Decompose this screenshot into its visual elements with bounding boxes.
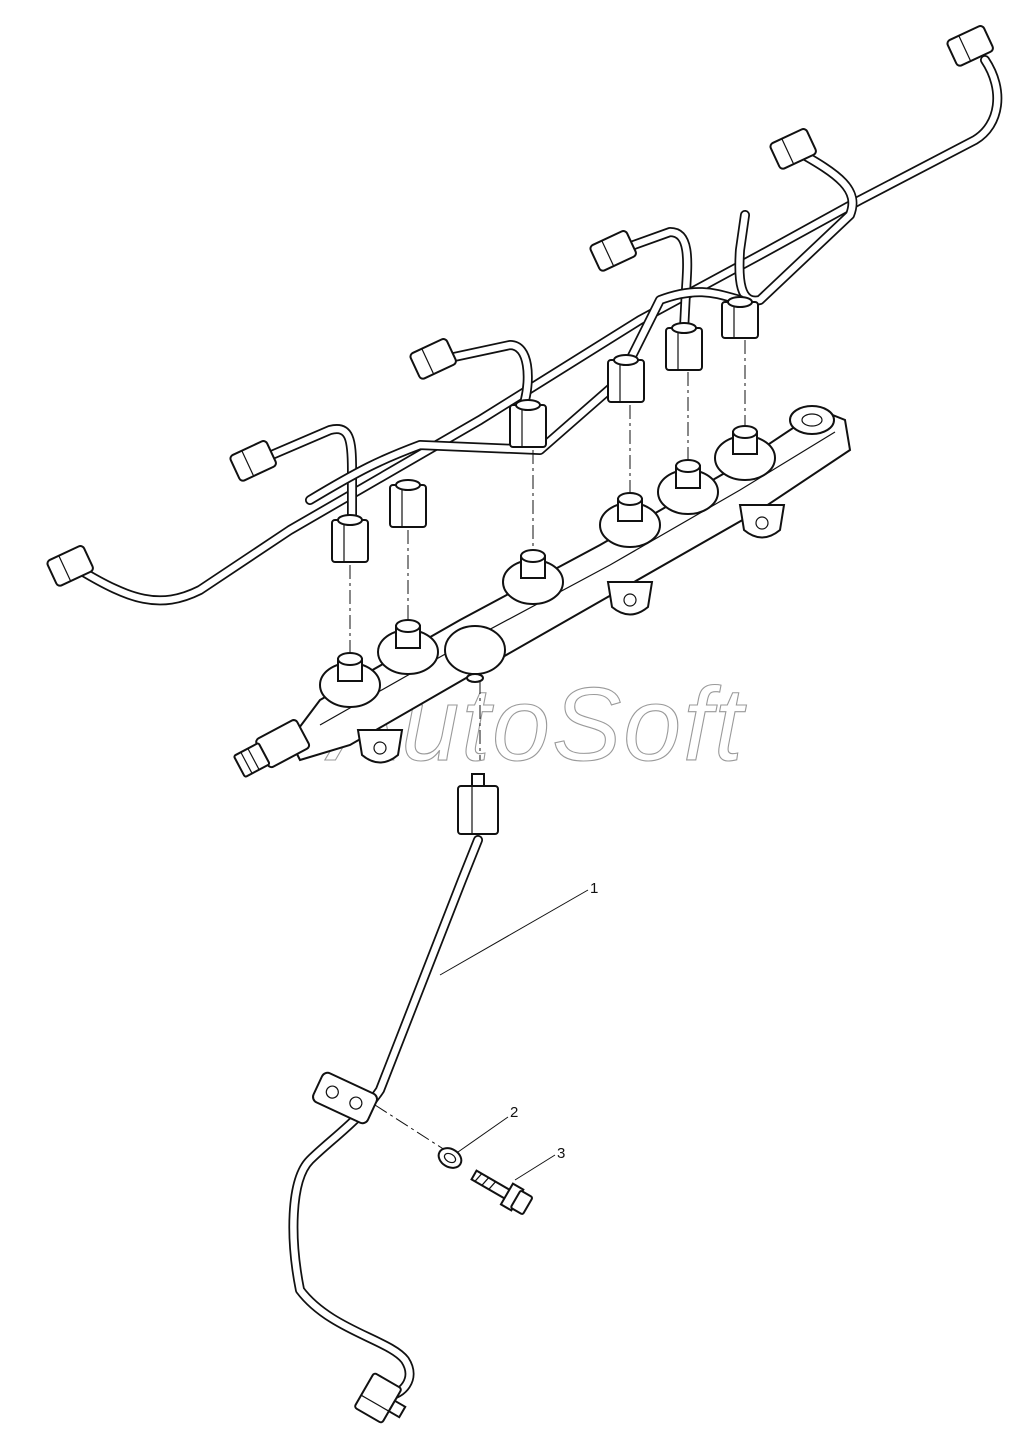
common-rail [233, 405, 852, 778]
washer [437, 1147, 463, 1169]
callout-number: 1 [590, 880, 598, 897]
callout-3: 3 [514, 1145, 565, 1181]
bolt [470, 1169, 533, 1215]
assembly-center-lines [349, 340, 746, 1151]
callout-1: 1 [439, 880, 598, 976]
injector-pipe-harness [46, 25, 1003, 606]
callout-number: 3 [557, 1145, 565, 1162]
feed-pipe [288, 773, 499, 1424]
callout-2: 2 [457, 1104, 518, 1153]
callout-number: 2 [510, 1104, 518, 1121]
